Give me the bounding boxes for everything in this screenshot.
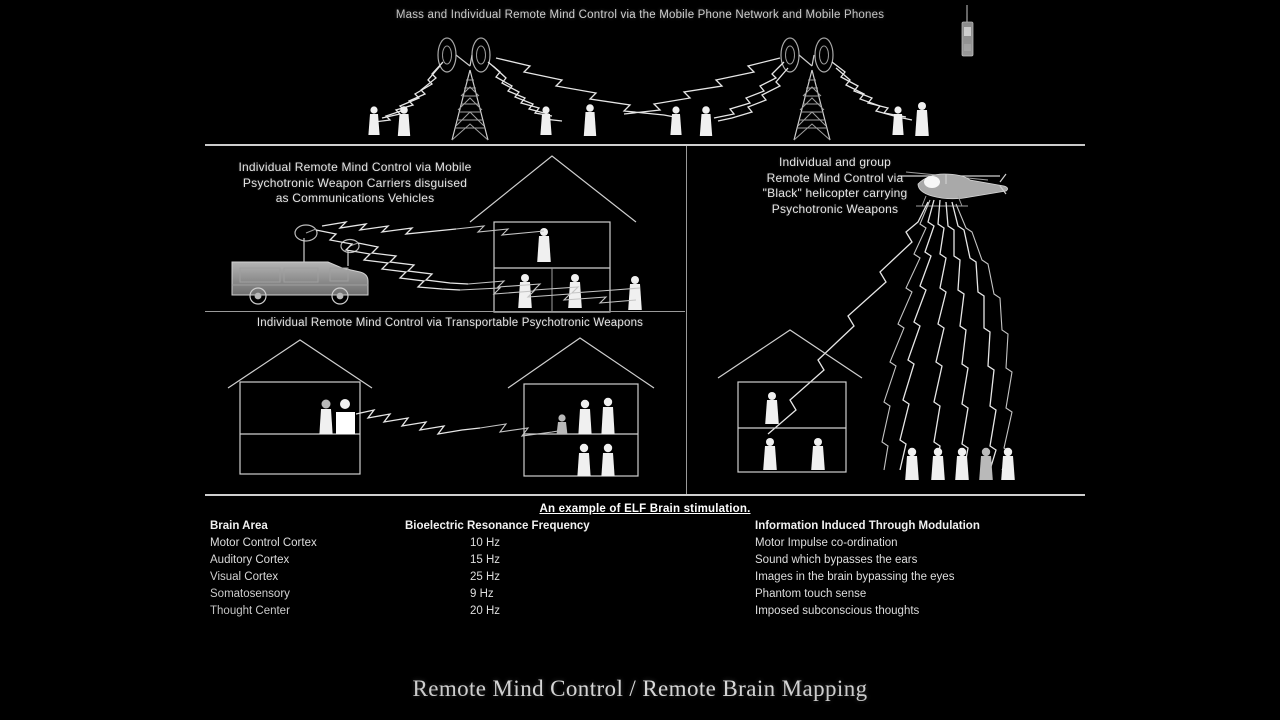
divider-middle-left [205, 311, 685, 312]
column-header-brain-area: Brain Area [210, 520, 268, 532]
house-cross-section-icon-4 [717, 329, 863, 473]
cell-brain-area: Auditory Cortex [210, 554, 290, 566]
cell-tower-icon-1 [437, 37, 491, 141]
column-header-information: Information Induced Through Modulation [755, 520, 980, 532]
person-figure-group-top [368, 102, 929, 136]
panel-title-van: Individual Remote Mind Control via Mobil… [205, 160, 505, 207]
communications-van-icon [231, 224, 369, 305]
cell-brain-area: Thought Center [210, 605, 290, 617]
cell-information: Motor Impulse co-ordination [755, 537, 898, 549]
table-body: Motor Control Cortex 10 Hz Motor Impulse c… [205, 535, 1085, 620]
panel-title-van-line2: Psychotronic Weapon Carriers disguised [242, 175, 468, 190]
panel-title-van-line3: as Communications Vehicles [275, 191, 435, 205]
cell-frequency: 25 Hz [470, 571, 501, 583]
panel-title-heli-line1: Individual and group [778, 155, 892, 169]
elf-stimulation-table: An example of ELF Brain stimulation. Bra… [205, 503, 1085, 620]
footer-caption: Remote Mind Control / Remote Brain Mappi… [412, 676, 868, 701]
cell-frequency: 20 Hz [470, 605, 501, 617]
cell-information: Images in the brain bypassing the eyes [755, 571, 955, 583]
cell-brain-area: Somatosensory [210, 588, 290, 600]
table: Brain Area Bioelectric Resonance Frequen… [205, 520, 1085, 620]
table-row: Auditory Cortex 15 Hz Sound which bypasses… [205, 552, 1085, 569]
cell-information: Sound which bypasses the ears [755, 554, 918, 566]
lightning-beam-group-helicopter [767, 199, 1013, 471]
cell-brain-area: Visual Cortex [210, 571, 279, 583]
cell-tower-icon-2 [780, 37, 834, 141]
house-cross-section-icon-2 [227, 339, 373, 475]
table-row: Visual Cortex 25 Hz Images in the brain by… [205, 569, 1085, 586]
cell-information: Imposed subconscious thoughts [755, 605, 920, 617]
transportable-weapons-group [227, 337, 655, 477]
panel-title-heli-line2: Remote Mind Control via [766, 170, 904, 185]
satellite-dish-icon-van [294, 224, 360, 266]
cell-frequency: 9 Hz [470, 588, 494, 600]
panel-title-heli-line4: Psychotronic Weapons [771, 201, 899, 216]
house-cross-section-icon-3 [479, 337, 655, 477]
table-row: Somatosensory 9 Hz Phantom touch sense [205, 586, 1085, 603]
panel-title-heli-line3: "Black" helicopter carrying [762, 186, 908, 200]
table-row: Motor Control Cortex 10 Hz Motor Impulse c… [205, 535, 1085, 552]
divider-top [205, 144, 1085, 146]
cell-information: Phantom touch sense [755, 588, 867, 600]
cell-brain-area: Motor Control Cortex [210, 537, 317, 549]
page-title: Mass and Individual Remote Mind Control … [395, 9, 885, 21]
cell-network-group [368, 5, 974, 141]
table-row: Thought Center 20 Hz Imposed subconscious … [205, 603, 1085, 620]
panel-title-helicopter: Individual and group Remote Mind Control… [690, 155, 980, 217]
cell-frequency: 10 Hz [470, 537, 501, 549]
column-header-frequency: Bioelectric Resonance Frequency [405, 520, 590, 532]
lightning-beam-group-top [373, 57, 913, 123]
table-heading: An example of ELF Brain stimulation. [539, 503, 751, 515]
panel-title-transportable: Individual Remote Mind Control via Trans… [256, 317, 644, 329]
cell-frequency: 15 Hz [470, 554, 501, 566]
helicopter-group [717, 171, 1015, 480]
panel-title-van-line1: Individual Remote Mind Control via Mobil… [238, 160, 472, 174]
table-header-row: Brain Area Bioelectric Resonance Frequen… [205, 520, 1085, 535]
person-figure-group-helicopter [905, 447, 1015, 480]
divider-bottom [205, 494, 1085, 496]
